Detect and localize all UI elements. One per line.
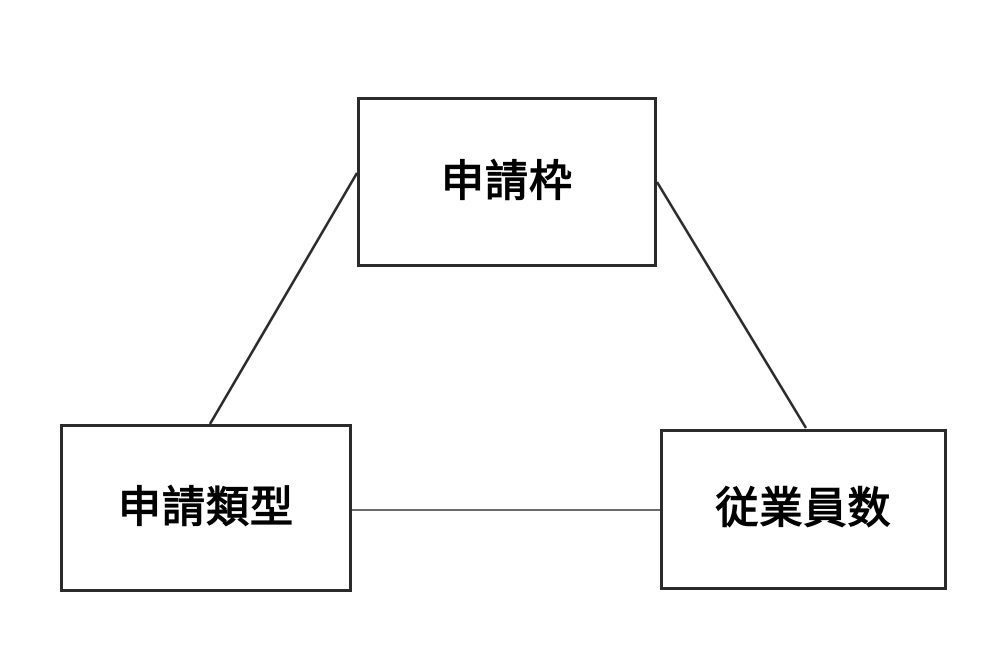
node-application-type-label: 申請類型 [118, 482, 294, 533]
node-employee-count[interactable]: 従業員数 [660, 429, 947, 590]
node-application-frame[interactable]: 申請枠 [357, 97, 657, 267]
node-employee-count-label: 従業員数 [715, 484, 892, 534]
node-application-type[interactable]: 申請類型 [60, 424, 352, 592]
node-application-frame-label: 申請枠 [441, 156, 573, 207]
edge-application-frame-to-employee-count [655, 181, 808, 429]
edge-application-frame-to-application-type [208, 172, 359, 425]
